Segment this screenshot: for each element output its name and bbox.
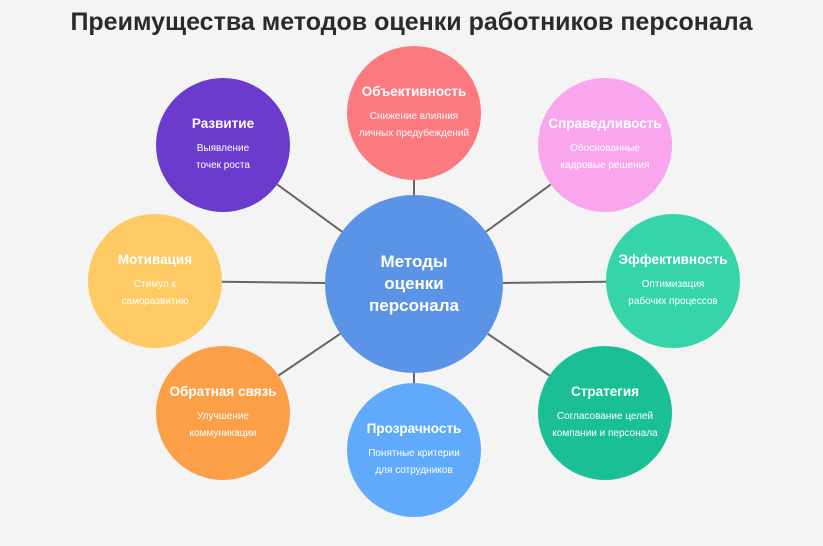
- node-description-line: Выявление: [196, 143, 250, 154]
- node-title: Объективность: [361, 84, 467, 99]
- node-title: Стратегия: [570, 384, 640, 399]
- node-description: Понятные критерии для сотрудников: [368, 445, 460, 479]
- connector-line-strategy: [487, 332, 551, 377]
- connector-line-development: [276, 183, 343, 233]
- node-description-line: для сотрудников: [375, 465, 453, 476]
- node-description-line: Обоснованные: [570, 143, 640, 154]
- node-title: Эффективность: [618, 252, 728, 267]
- node-description-line: компании и персонала: [552, 428, 658, 439]
- node-description: Улучшение коммуникации: [189, 408, 256, 442]
- node-description: Стимул к саморазвитию: [121, 276, 188, 310]
- node-description-line: Улучшение: [197, 411, 249, 422]
- node-title: Мотивация: [117, 252, 193, 267]
- hub-label-line: Методы: [380, 252, 448, 271]
- node-description: Снижение влияния личных предубеждений: [359, 108, 469, 142]
- node-description: Оптимизация рабочих процессов: [628, 276, 717, 310]
- hub-label-line: оценки: [384, 274, 444, 293]
- node-description-line: коммуникации: [189, 428, 257, 439]
- node-title: Справедливость: [548, 116, 662, 131]
- node-title: Прозрачность: [366, 421, 462, 436]
- hub-label: Методы оценки персонала: [369, 251, 459, 317]
- node-description: Обоснованные кадровые решения: [560, 140, 649, 174]
- node-description-line: точек роста: [196, 160, 250, 171]
- connector-line-fairness: [485, 183, 552, 233]
- node-description-line: рабочих процессов: [628, 296, 718, 307]
- node-description-line: Согласование целей: [556, 411, 654, 422]
- node-description: Выявление точек роста: [196, 140, 250, 174]
- node-title: Развитие: [191, 116, 255, 131]
- node-description-line: саморазвитию: [121, 296, 189, 307]
- hub-label-line: персонала: [369, 296, 459, 315]
- node-description-line: кадровые решения: [560, 160, 650, 171]
- node-description-line: Снижение влияния: [369, 111, 459, 122]
- node-description: Согласование целей компании и персонала: [552, 408, 657, 442]
- connector-line-motivation: [221, 280, 326, 284]
- hub-circle: Методы оценки персонала: [325, 195, 503, 373]
- connector-line-efficiency: [502, 280, 607, 284]
- node-description-line: личных предубеждений: [358, 128, 470, 139]
- node-description-line: Понятные критерии: [368, 448, 460, 459]
- page-title: Преимущества методов оценки работников п…: [70, 8, 753, 36]
- node-description-line: Оптимизация: [641, 279, 705, 290]
- node-description-line: Стимул к: [133, 279, 177, 290]
- node-title: Обратная связь: [169, 384, 277, 399]
- connector-line-feedback: [277, 332, 341, 377]
